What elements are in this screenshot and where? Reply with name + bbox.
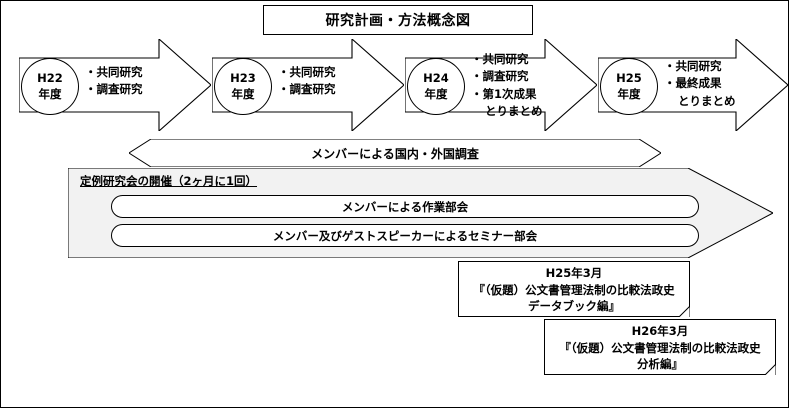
- deliverable-title-line1: 『（仮題）公文書管理法制の比較法政史: [473, 282, 675, 297]
- year-circle-line2: 年度: [617, 86, 641, 101]
- year-circle-h23: H23 年度: [214, 58, 272, 115]
- phase-bullets-h24: ・共同研究 ・調査研究 ・第1次成果 とりまとめ: [471, 51, 543, 120]
- timeline-phase-h23: H23 年度 ・共同研究 ・調査研究: [212, 39, 404, 131]
- bullet-item: ・調査研究: [471, 69, 529, 84]
- survey-band-label: メンバーによる国内・外国調査: [311, 146, 479, 161]
- bullet-item: ・共同研究: [664, 59, 722, 73]
- deliverable-title-line2: 分析編』: [637, 357, 683, 372]
- deliverable-title-line1: 『（仮題）公文書管理法制の比較法政史: [559, 340, 761, 355]
- timeline-phase-h24: H24 年度 ・共同研究 ・調査研究 ・第1次成果 とりまとめ: [405, 39, 597, 131]
- page-title: 研究計画・方法概念図: [263, 5, 533, 35]
- year-circle-line1: H25: [616, 70, 642, 85]
- deliverable-callout-h25: H25年3月 『（仮題）公文書管理法制の比較法政史 データブック編』: [458, 261, 690, 317]
- bullet-item: ・共同研究: [278, 65, 336, 79]
- bullet-item-continuation: とりまとめ: [485, 103, 543, 118]
- year-circle-line2: 年度: [38, 86, 62, 101]
- timeline-phase-h22: H22 年度 ・共同研究 ・調査研究: [19, 39, 211, 131]
- year-circle-h25: H25 年度: [600, 58, 658, 115]
- year-circle-line1: H24: [423, 70, 449, 85]
- callout-tail-icon: [765, 364, 776, 375]
- survey-band: メンバーによる国内・外国調査: [129, 139, 661, 167]
- year-circle-line2: 年度: [231, 86, 255, 101]
- year-circle-h24: H24 年度: [407, 58, 465, 115]
- timeline-phase-h25: H25 年度 ・共同研究 ・最終成果 とりまとめ: [598, 39, 788, 131]
- deliverable-date: H25年3月: [545, 266, 603, 280]
- deliverable-title-line2: データブック編』: [528, 299, 620, 314]
- bullet-item: ・第1次成果: [471, 86, 537, 101]
- year-circle-h22: H22 年度: [21, 58, 79, 115]
- year-circle-line1: H22: [37, 70, 63, 85]
- phase-bullets-h22: ・共同研究 ・調査研究: [85, 64, 143, 99]
- study-meeting-panel: 定例研究会の開催（2ヶ月に1回） メンバーによる作業部会 メンバー及びゲストスピ…: [68, 168, 773, 258]
- deliverable-date: H26年3月: [631, 324, 689, 338]
- phase-bullets-h23: ・共同研究 ・調査研究: [278, 64, 336, 99]
- bullet-item: ・調査研究: [85, 82, 143, 97]
- bullet-item-continuation: とりまとめ: [678, 93, 736, 108]
- year-circle-line1: H23: [230, 70, 256, 85]
- bullet-item: ・共同研究: [85, 65, 143, 79]
- year-circle-line2: 年度: [424, 86, 448, 101]
- survey-band-shape: [129, 139, 661, 167]
- deliverable-callout-h26: H26年3月 『（仮題）公文書管理法制の比較法政史 分析編』: [544, 319, 776, 375]
- bullet-item: ・共同研究: [471, 52, 529, 66]
- bullet-item: ・調査研究: [278, 82, 336, 97]
- callout-tail-icon: [679, 306, 690, 317]
- bullet-item: ・最終成果: [664, 76, 722, 91]
- study-meeting-item-working-group: メンバーによる作業部会: [111, 195, 699, 218]
- study-meeting-heading: 定例研究会の開催（2ヶ月に1回）: [80, 174, 258, 188]
- study-meeting-item-seminar-group: メンバー及びゲストスピーカーによるセミナー部会: [111, 224, 699, 247]
- phase-bullets-h25: ・共同研究 ・最終成果 とりまとめ: [664, 58, 736, 110]
